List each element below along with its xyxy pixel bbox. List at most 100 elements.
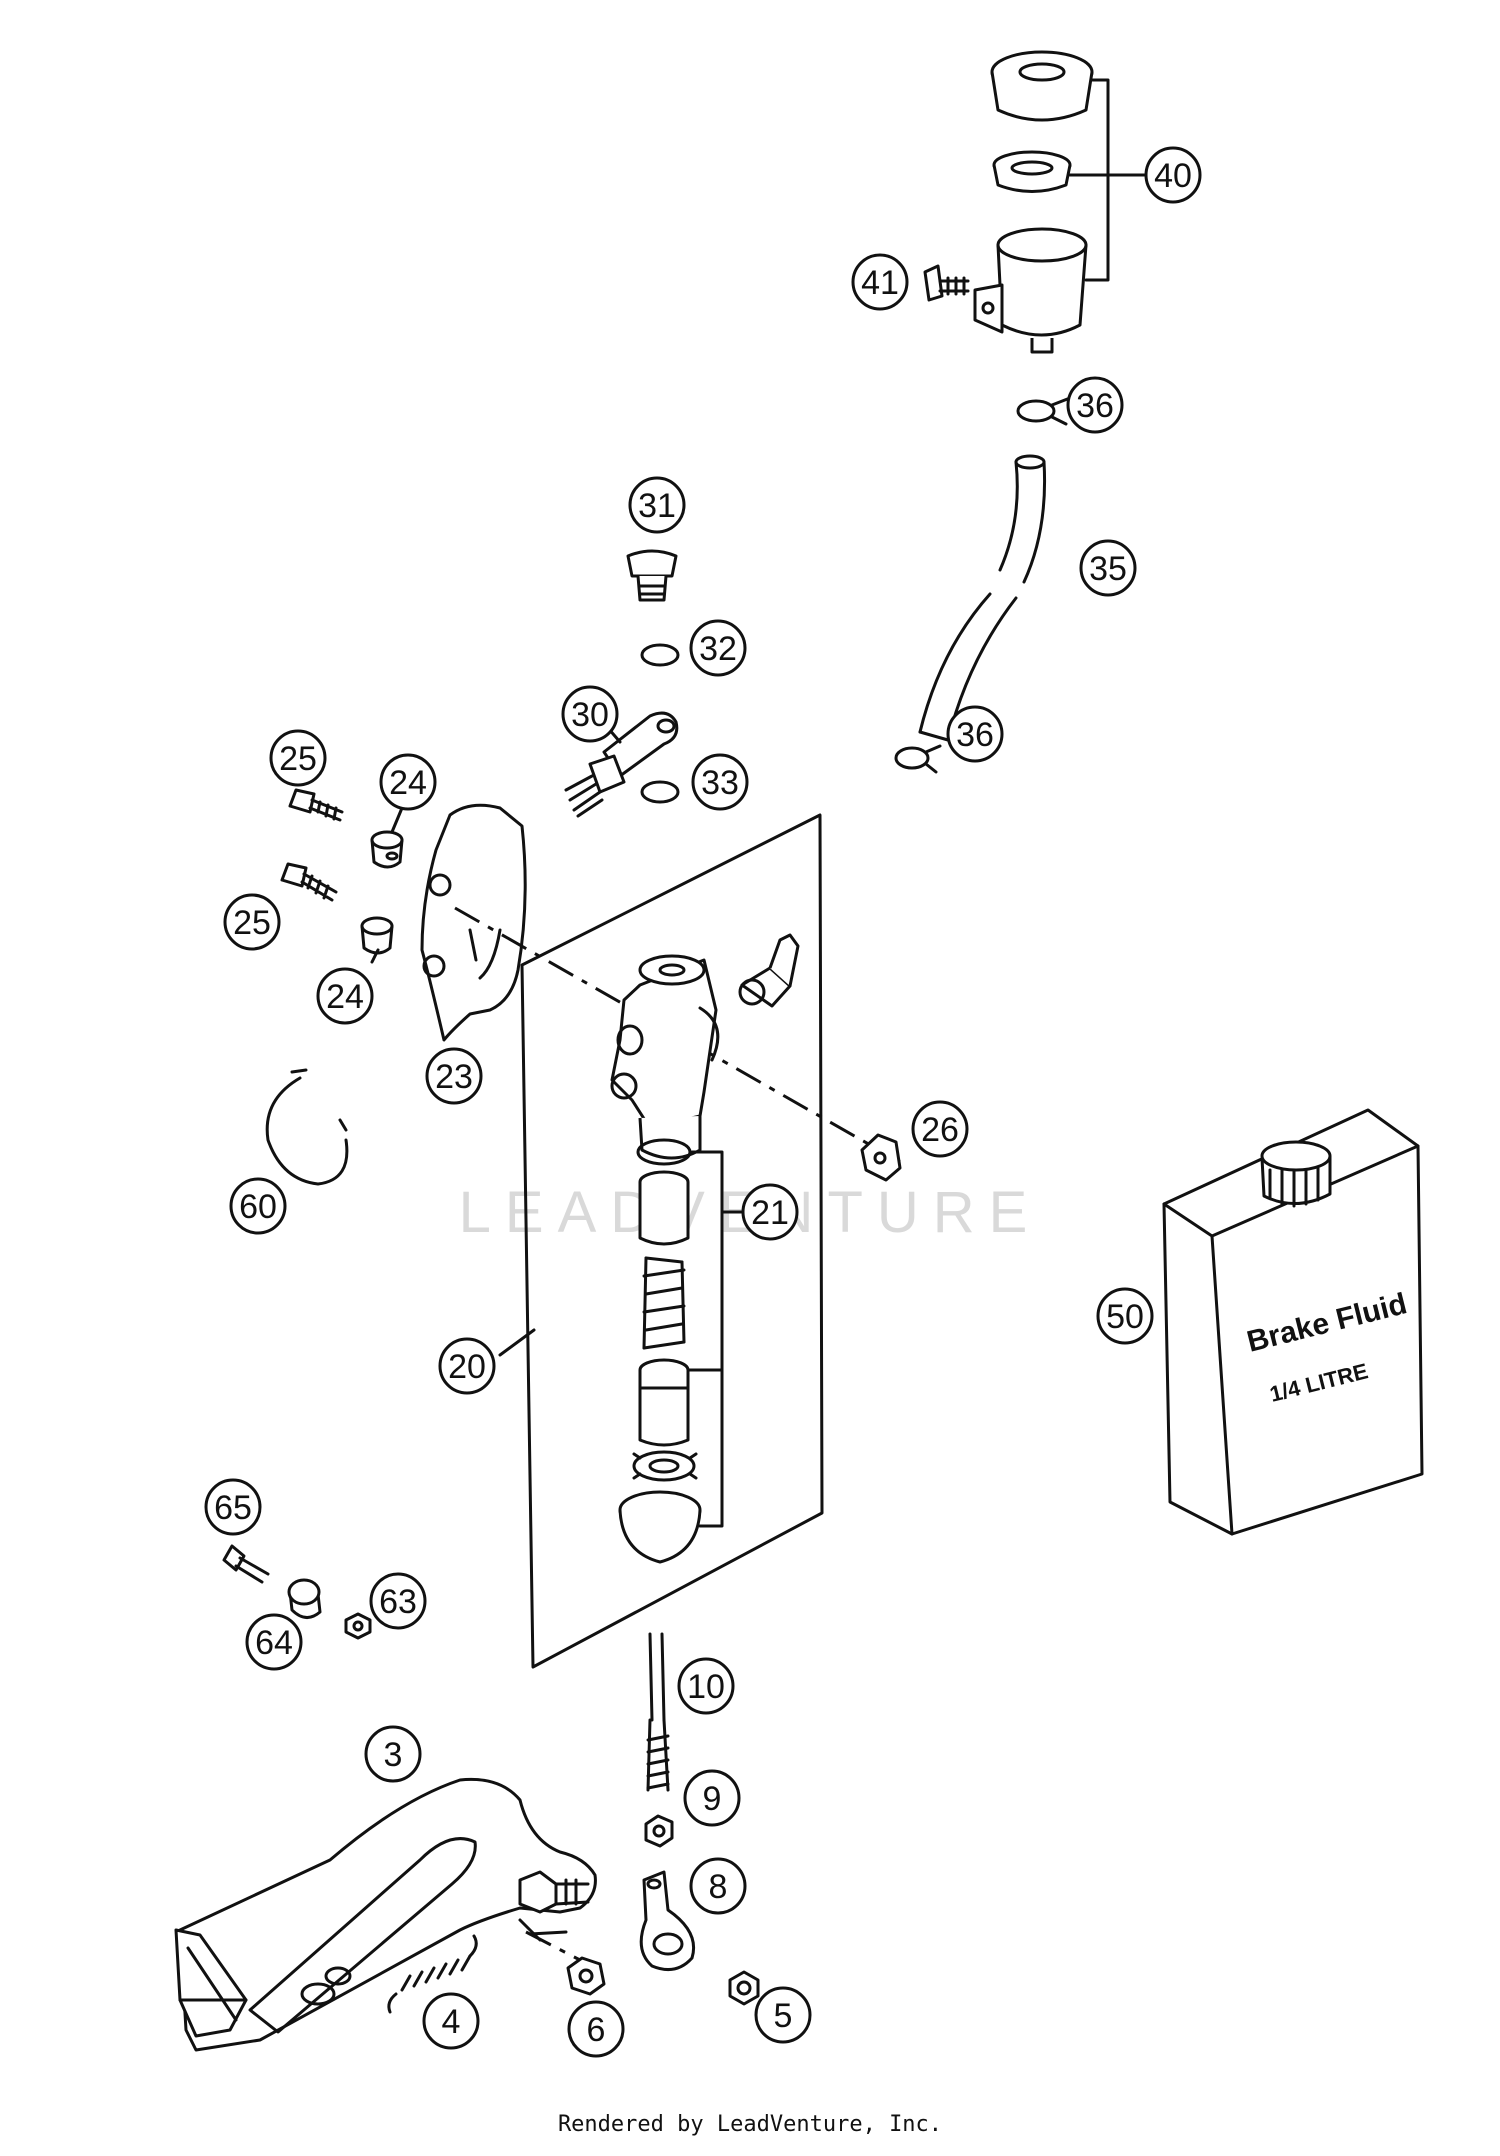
- washer-33: [640, 780, 680, 804]
- bolt-25-lower: [280, 862, 338, 902]
- callout-23: 23: [425, 1047, 483, 1105]
- callout-circle: [1144, 146, 1202, 204]
- screw-41: [923, 264, 970, 302]
- callout-label: 60: [239, 1188, 277, 1226]
- sleeve: [638, 1170, 690, 1246]
- spacer-24-upper: [370, 830, 404, 869]
- callout-label: 8: [709, 1868, 728, 1906]
- callout-24: 24: [379, 753, 437, 811]
- leader-20: [498, 1328, 536, 1357]
- callout-circle: [364, 1725, 422, 1783]
- callout-label: 33: [701, 764, 739, 802]
- circlip: [265, 1068, 349, 1186]
- callout-label: 26: [921, 1111, 959, 1149]
- callout-label: 24: [326, 978, 364, 1016]
- bolt-25-upper: [288, 788, 344, 822]
- callout-25: 25: [223, 893, 281, 951]
- callout-label: 5: [774, 1997, 793, 2035]
- callout-circle: [567, 2000, 625, 2058]
- callout-32: 32: [689, 619, 747, 677]
- callout-20: 20: [438, 1337, 496, 1395]
- callout-40: 40: [1144, 146, 1202, 204]
- callout-36: 36: [946, 705, 1004, 763]
- callout-26: 26: [911, 1100, 969, 1158]
- callout-label: 30: [571, 696, 609, 734]
- master-cylinder: [610, 954, 720, 1160]
- callout-circle: [1096, 1287, 1154, 1345]
- spacer-24-lower: [360, 916, 394, 955]
- callout-label: 36: [1076, 387, 1114, 425]
- brake-fluid-can: Brake Fluid 1/4 LITRE: [1162, 1108, 1424, 1536]
- callout-circle: [851, 253, 909, 311]
- nut-9: [644, 1814, 674, 1848]
- seal-ring: [636, 1138, 692, 1166]
- spring: [642, 1256, 686, 1350]
- footer-credit: Rendered by LeadVenture, Inc.: [557, 2112, 943, 2137]
- callout-label: 10: [687, 1668, 725, 1706]
- brake-pedal: [174, 1777, 597, 2052]
- callout-64: 64: [245, 1613, 303, 1671]
- callout-circle: [438, 1337, 496, 1395]
- callout-circle: [677, 1657, 735, 1715]
- callout-35: 35: [1079, 539, 1137, 597]
- callout-36: 36: [1066, 376, 1124, 434]
- callout-label: 20: [448, 1348, 486, 1386]
- callout-label: 36: [956, 716, 994, 754]
- callout-circle: [223, 893, 281, 951]
- callout-circle: [689, 619, 747, 677]
- callout-circle: [691, 753, 749, 811]
- callout-21: 21: [741, 1183, 799, 1241]
- callout-label: 4: [442, 2003, 461, 2041]
- callout-31: 31: [628, 476, 686, 534]
- banjo-fitting: [564, 711, 679, 818]
- callout-label: 3: [384, 1736, 403, 1774]
- callout-circle: [422, 1992, 480, 2050]
- callout-10: 10: [677, 1657, 735, 1715]
- nut-5: [728, 1970, 760, 2006]
- callout-label: 32: [699, 630, 737, 668]
- callout-circle: [628, 476, 686, 534]
- reservoir-cap: [990, 50, 1094, 122]
- screw-65: [222, 1544, 270, 1584]
- brake-hose: [918, 454, 1047, 742]
- nut-63: [344, 1612, 372, 1640]
- callout-label: 25: [279, 740, 317, 778]
- callout-24: 24: [316, 967, 374, 1025]
- callout-circle: [369, 1572, 427, 1630]
- callout-circle: [245, 1613, 303, 1671]
- callout-65: 65: [204, 1478, 262, 1536]
- callout-6: 6: [567, 2000, 625, 2058]
- callout-label: 50: [1106, 1298, 1144, 1336]
- callout-60: 60: [229, 1177, 287, 1235]
- callout-circle: [204, 1478, 262, 1536]
- callout-3: 3: [364, 1725, 422, 1783]
- callout-circle: [754, 1986, 812, 2044]
- callout-circle: [1079, 539, 1137, 597]
- callout-label: 31: [638, 487, 676, 525]
- nut-6: [525, 1930, 606, 1996]
- dust-boot: [618, 1490, 702, 1564]
- callout-circle: [689, 1857, 747, 1915]
- callout-label: 25: [233, 904, 271, 942]
- callout-label: 6: [587, 2011, 606, 2049]
- callout-circle: [741, 1183, 799, 1241]
- callout-circle: [229, 1177, 287, 1235]
- callout-circle: [425, 1047, 483, 1105]
- callout-circle: [379, 753, 437, 811]
- callout-33: 33: [691, 753, 749, 811]
- bushing-64: [287, 1578, 322, 1619]
- callout-circle: [946, 705, 1004, 763]
- return-spring: [387, 1934, 478, 2014]
- elbow-fitting: [738, 933, 800, 1008]
- clevis-fork: [639, 1870, 695, 1972]
- callout-label: 24: [389, 764, 427, 802]
- callout-30: 30: [561, 685, 619, 743]
- piston: [638, 1358, 690, 1447]
- callout-label: 9: [703, 1780, 722, 1818]
- leader-24-lower: [370, 948, 380, 964]
- hose-clamp-top: [1016, 396, 1072, 426]
- clip-26: [860, 1133, 902, 1182]
- callout-circle: [911, 1100, 969, 1158]
- callout-circle: [269, 729, 327, 787]
